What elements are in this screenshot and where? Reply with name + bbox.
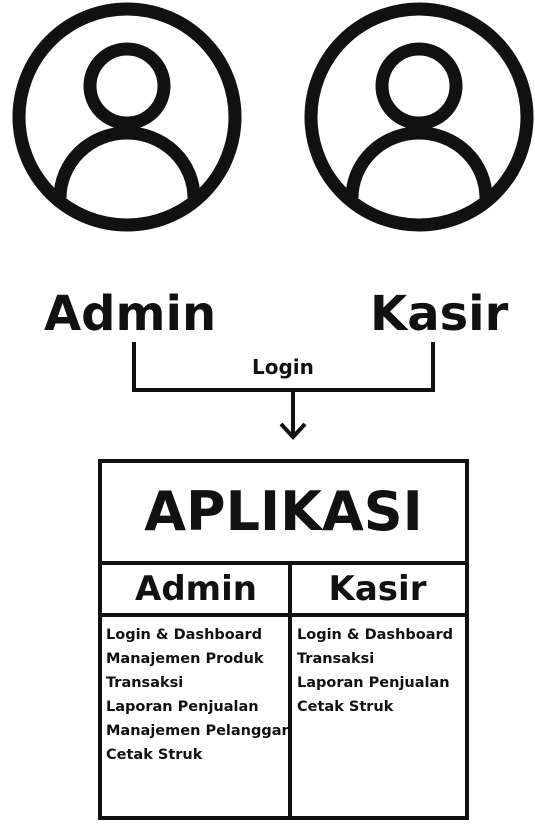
kasir-feature-list: Login & Dashboard Transaksi Laporan Penj…	[297, 623, 453, 719]
kasir-label: Kasir	[370, 286, 509, 342]
application-box: APLIKASI Admin Kasir Login & Dashboard M…	[98, 459, 469, 820]
kasir-avatar	[304, 2, 534, 232]
kasir-column-heading: Kasir	[290, 565, 465, 617]
admin-avatar	[12, 2, 242, 232]
kasir-feature-item: Login & Dashboard	[297, 627, 454, 643]
kasir-feature-item: Laporan Penjualan	[297, 675, 450, 691]
admin-feature-item: Transaksi	[106, 675, 184, 691]
column-divider	[288, 565, 292, 816]
kasir-feature-item: Transaksi	[297, 651, 375, 667]
admin-feature-item: Manajemen Produk	[106, 651, 264, 667]
admin-feature-item: Manajemen Pelanggan	[106, 723, 292, 739]
login-label: Login	[252, 355, 314, 379]
arrow-down-icon	[279, 422, 307, 440]
kasir-feature-item: Cetak Struk	[297, 699, 394, 715]
admin-column-heading: Admin	[102, 565, 290, 617]
admin-feature-list: Login & Dashboard Manajemen Produk Trans…	[106, 623, 292, 767]
app-title: APLIKASI	[102, 463, 465, 565]
admin-label: Admin	[44, 286, 217, 342]
admin-feature-item: Laporan Penjualan	[106, 699, 259, 715]
admin-feature-item: Login & Dashboard	[106, 627, 263, 643]
user-icon	[12, 2, 242, 232]
user-icon	[304, 2, 534, 232]
admin-feature-item: Cetak Struk	[106, 747, 203, 763]
